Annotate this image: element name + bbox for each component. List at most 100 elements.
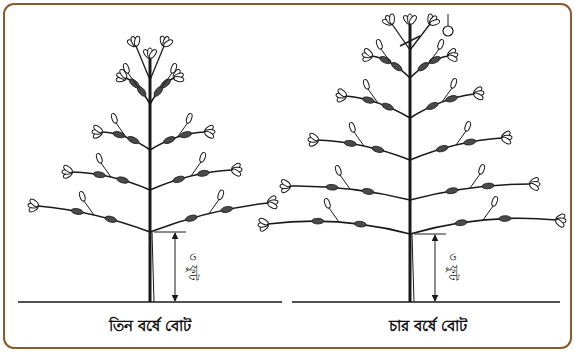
leaf	[478, 164, 486, 175]
branch	[410, 138, 502, 160]
leaf	[217, 189, 225, 200]
leaf	[199, 152, 207, 163]
dimension-tick	[154, 232, 186, 233]
hanging-tag	[443, 26, 453, 36]
leaf	[173, 76, 184, 83]
branch	[150, 132, 205, 150]
tree-trunk	[409, 24, 412, 302]
twig	[470, 174, 480, 188]
twig	[128, 73, 138, 87]
fruit-bud	[379, 55, 392, 65]
fruit-bud	[172, 175, 185, 184]
fruit-bud	[93, 171, 106, 178]
fruit-bud	[128, 77, 141, 89]
leaf	[362, 79, 370, 90]
fruit-bud	[163, 135, 176, 145]
branch	[150, 203, 268, 232]
fruit-bud	[127, 135, 140, 145]
branch	[268, 221, 410, 234]
leaf	[408, 14, 418, 25]
fruit-bud	[185, 214, 198, 223]
leaf	[258, 217, 269, 226]
leaf	[93, 124, 104, 134]
leaf	[29, 198, 40, 208]
fruit-bud	[116, 176, 129, 185]
fruit-bud	[463, 138, 476, 146]
fruit-bud	[197, 170, 210, 178]
tag-string	[448, 14, 449, 26]
fruit-bud	[436, 144, 449, 153]
top-shoot	[410, 24, 430, 50]
branch	[372, 56, 410, 78]
leaf	[529, 182, 540, 192]
fruit-bud	[417, 61, 430, 72]
branch	[126, 78, 150, 104]
leaf	[447, 54, 458, 63]
leaf	[63, 164, 74, 174]
twig	[178, 123, 188, 137]
leaf	[122, 63, 130, 74]
branch	[38, 206, 150, 232]
leaf	[170, 63, 178, 74]
fruit-bud	[344, 140, 357, 147]
leaf	[95, 153, 103, 164]
twig	[483, 206, 493, 220]
leaf	[163, 39, 174, 48]
twig	[340, 175, 350, 189]
fruit-bud	[220, 206, 233, 214]
leaf	[384, 14, 394, 25]
leaf	[450, 78, 458, 89]
fruit-bud	[326, 184, 338, 190]
twig	[442, 88, 452, 102]
branch	[150, 78, 174, 104]
dimension-label: ৩ ফুট	[182, 252, 202, 282]
tree-trunk	[412, 234, 414, 302]
leaf	[348, 122, 356, 133]
fruit-bud	[426, 101, 439, 111]
branch	[346, 96, 410, 118]
dimension-label: ৩ ফুট	[442, 252, 462, 282]
leaf	[554, 218, 565, 228]
top-shoot	[136, 46, 150, 80]
twig	[368, 89, 378, 103]
branch	[290, 186, 410, 200]
leaf	[185, 113, 193, 124]
leaf	[491, 196, 499, 207]
twig	[456, 131, 466, 145]
branch	[102, 132, 150, 150]
fruit-bud	[455, 219, 468, 226]
twig	[162, 73, 172, 87]
fruit-bud	[499, 216, 511, 222]
fruit-bud	[428, 55, 441, 65]
twig	[429, 49, 439, 63]
leaf	[110, 113, 118, 124]
tree-caption: চার বর্ষে বোট	[389, 314, 467, 339]
fruit-bud	[390, 61, 403, 72]
fruit-tree	[28, 36, 278, 302]
twig	[381, 49, 391, 63]
dimension-arrow	[175, 233, 176, 301]
leaf	[323, 198, 331, 209]
twig	[329, 208, 339, 222]
branch	[410, 184, 530, 200]
twig	[209, 200, 219, 214]
leaf	[473, 92, 484, 101]
twig	[354, 132, 364, 146]
twig	[101, 163, 111, 177]
dimension-arrow	[435, 235, 436, 301]
fruit-bud	[159, 77, 172, 89]
leaf	[148, 48, 158, 59]
picture-frame	[4, 4, 571, 348]
branch	[410, 218, 556, 234]
leaf	[78, 191, 86, 202]
fruit-bud	[354, 221, 367, 228]
branch	[410, 94, 474, 118]
leaf	[231, 168, 242, 177]
leaf	[501, 136, 512, 145]
branch	[318, 140, 410, 160]
fruit-bud	[312, 218, 324, 224]
branch	[410, 56, 448, 78]
leaf	[437, 39, 445, 50]
leaf	[337, 88, 348, 98]
